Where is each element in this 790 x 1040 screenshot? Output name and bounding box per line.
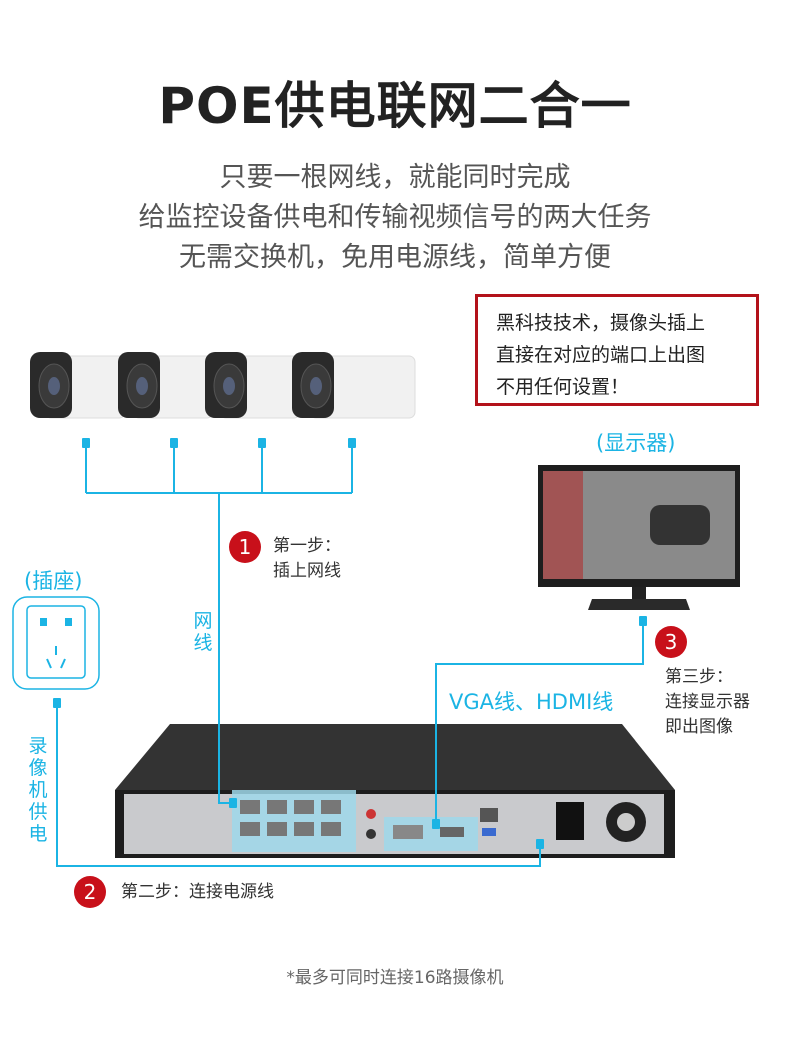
monitor-label: (显示器) (596, 431, 676, 455)
socket-label: (插座) (24, 569, 83, 593)
step-line: 第三步： (665, 667, 733, 687)
subtitle-line: 只要一根网线，就能同时完成 (219, 162, 571, 193)
camera-icon (292, 352, 416, 419)
camera-icon (204, 351, 301, 419)
page-title: POE供电联网二合一 (158, 77, 632, 135)
poe-ports-highlight (232, 790, 356, 852)
step-1-text: 第一步： 插上网线 (273, 534, 341, 584)
step-line: 插上网线 (273, 561, 341, 581)
footnote: *最多可同时连接16路摄像机 (286, 968, 504, 988)
power-socket-icon (12, 596, 100, 690)
cables (56, 444, 644, 867)
step-line: 连接显示器 (665, 692, 750, 712)
step-2-badge: 2 (74, 876, 106, 908)
step-3-badge: 3 (655, 626, 687, 658)
network-cable-label: 网线 (193, 610, 213, 654)
note-line: 直接在对应的端口上出图 (496, 344, 706, 366)
nvr-power-label: 录像机供电 (28, 735, 48, 845)
step-2-text: 第二步：连接电源线 (121, 882, 274, 902)
step-3-text: 第三步： 连接显示器 即出图像 (665, 665, 750, 740)
step-line: 第一步： (273, 536, 341, 556)
subtitle-line: 无需交换机，免用电源线，简单方便 (179, 242, 611, 273)
note-line: 黑科技技术，摄像头插上 (496, 312, 706, 334)
step-line: 即出图像 (665, 717, 733, 737)
feature-note-box: 黑科技技术，摄像头插上 直接在对应的端口上出图 不用任何设置！ (475, 294, 759, 406)
video-cable-label: VGA线、HDMI线 (449, 690, 614, 714)
nvr-recorder (115, 724, 675, 858)
connector-icons (53, 438, 647, 849)
monitor-icon (538, 465, 740, 610)
subtitle-line: 给监控设备供电和传输视频信号的两大任务 (138, 202, 652, 233)
camera-icon (117, 351, 214, 419)
note-line: 不用任何设置！ (496, 376, 630, 398)
step-1-badge: 1 (229, 531, 261, 563)
camera-icon (30, 352, 126, 419)
